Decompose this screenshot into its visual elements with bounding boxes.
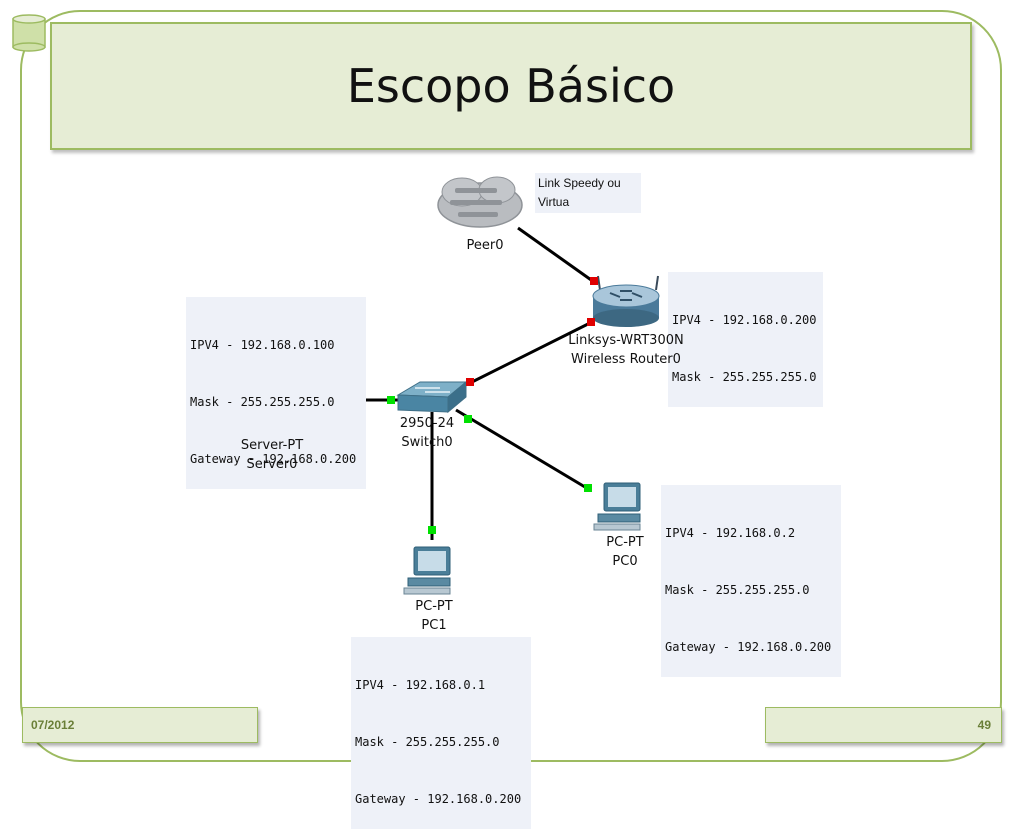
pc-icon <box>593 482 641 531</box>
pc1-name: PC1 <box>421 618 447 633</box>
link-router-switch <box>469 320 593 385</box>
link-status-down <box>587 318 595 326</box>
link-status-up <box>428 526 436 534</box>
router-icon <box>592 275 660 327</box>
server-model: Server-PT <box>240 438 304 453</box>
switch-icon <box>396 380 468 414</box>
pc0-ipv4: IPV4 - 192.168.0.2 <box>665 526 796 540</box>
cloud-note: Link Speedy ou Virtua <box>535 173 641 213</box>
server-gateway: Gateway - 192.168.0.200 <box>190 452 357 466</box>
cylinder-icon <box>12 14 46 52</box>
link-status-down <box>590 277 598 285</box>
pc0-gateway: Gateway - 192.168.0.200 <box>665 640 832 654</box>
pc1-mask: Mask - 255.255.255.0 <box>355 735 500 749</box>
link-cloud-router <box>517 226 595 284</box>
footer-date-box: 07/2012 <box>22 707 258 743</box>
router-name: Wireless Router0 <box>571 352 681 367</box>
router-model: Linksys-WRT300N <box>568 333 684 348</box>
server-config: IPV4 - 192.168.0.100 Mask - 255.255.255.… <box>186 297 366 489</box>
switch-model: 2950-24 <box>399 416 455 431</box>
pc-icon <box>403 546 451 595</box>
link-status-up <box>584 484 592 492</box>
footer-date: 07/2012 <box>31 718 75 732</box>
pc0-name: PC0 <box>612 554 638 569</box>
pc1-gateway: Gateway - 192.168.0.200 <box>355 792 522 806</box>
link-status-up <box>464 415 472 423</box>
router-mask: Mask - 255.255.255.0 <box>672 370 817 384</box>
switch-label: 2950-24 Switch0 <box>382 414 472 452</box>
footer-page-box: 49 <box>765 707 1002 743</box>
pc0-config: IPV4 - 192.168.0.2 Mask - 255.255.255.0 … <box>661 485 841 677</box>
slide-title: Escopo Básico <box>346 59 676 113</box>
router-ipv4: IPV4 - 192.168.0.200 <box>672 313 817 327</box>
switch-name: Switch0 <box>401 435 453 450</box>
router-config: IPV4 - 192.168.0.200 Mask - 255.255.255.… <box>668 272 823 407</box>
cloud-name: Peer0 <box>466 238 504 253</box>
pc1-label: PC-PT PC1 <box>394 597 474 635</box>
page-number: 49 <box>977 718 991 732</box>
link-status-up <box>387 396 395 404</box>
cloud-icon <box>437 176 523 228</box>
link-status-down <box>466 378 474 386</box>
pc0-model: PC-PT <box>606 535 644 550</box>
link-switch-pc0 <box>455 408 591 492</box>
pc1-ipv4: IPV4 - 192.168.0.1 <box>355 678 486 692</box>
pc0-label: PC-PT PC0 <box>585 533 665 571</box>
pc1-model: PC-PT <box>415 599 453 614</box>
server-ipv4: IPV4 - 192.168.0.100 <box>190 338 335 352</box>
server-mask: Mask - 255.255.255.0 <box>190 395 335 409</box>
pc0-mask: Mask - 255.255.255.0 <box>665 583 810 597</box>
pc1-config: IPV4 - 192.168.0.1 Mask - 255.255.255.0 … <box>351 637 531 829</box>
title-box: Escopo Básico <box>50 22 972 150</box>
server-label: Server-PT Server0 <box>222 436 322 474</box>
router-label: Linksys-WRT300N Wireless Router0 <box>540 331 712 369</box>
server-name: Server0 <box>246 457 298 472</box>
